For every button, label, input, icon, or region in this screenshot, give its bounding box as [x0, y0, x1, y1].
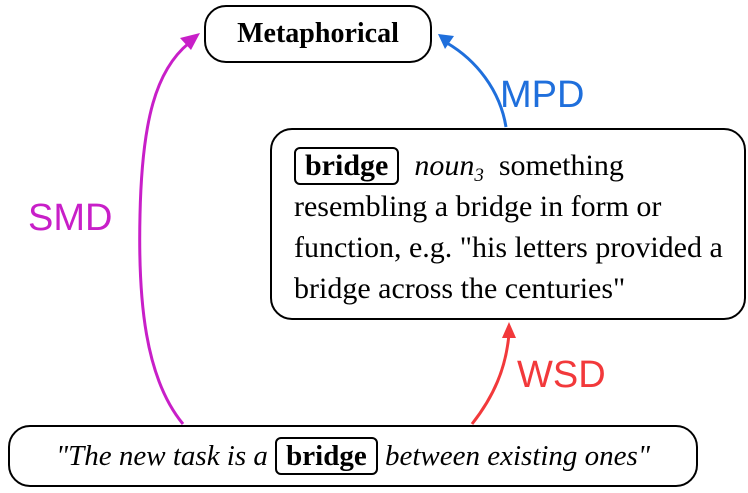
wsd-arrowhead [502, 322, 516, 338]
part-of-speech: noun3 [414, 149, 484, 185]
definition-node: bridge noun3 something resembling a brid… [270, 128, 746, 320]
metaphorical-node: Metaphorical [204, 5, 432, 63]
smd-arrow [138, 33, 200, 425]
wsd-arrow [470, 322, 516, 425]
wsd-label: WSD [517, 354, 606, 396]
pos-sense-number: 3 [474, 165, 484, 186]
sentence-suffix: between existing ones" [384, 439, 651, 472]
mpd-arrow [438, 34, 508, 128]
smd-arrow-line [138, 41, 190, 425]
sentence-node: "The new task is a bridge between existi… [8, 425, 698, 487]
definition-word-chip: bridge [294, 147, 400, 185]
mpd-arrowhead [438, 34, 454, 49]
sentence-word-chip: bridge [275, 437, 378, 475]
sentence-prefix: "The new task is a [55, 439, 268, 472]
metaphorical-label: Metaphorical [237, 18, 399, 49]
definition-text: something resembling a bridge in form or… [294, 149, 723, 305]
smd-arrowhead [180, 33, 200, 50]
wsd-arrow-line [470, 333, 511, 425]
mpd-arrow-line [446, 41, 508, 128]
smd-label: SMD [28, 197, 113, 239]
pos-base: noun [414, 149, 475, 182]
mpd-label: MPD [500, 74, 585, 116]
